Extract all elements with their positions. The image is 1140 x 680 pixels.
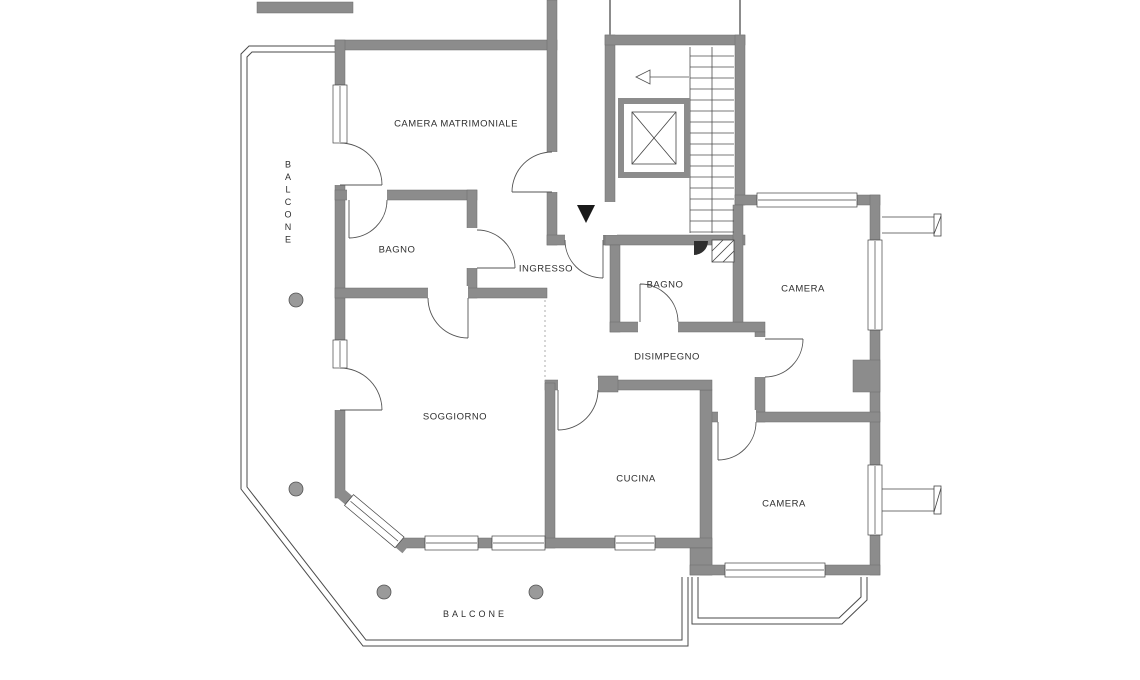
door-swings bbox=[339, 142, 804, 461]
entrance-arrow-icon bbox=[577, 205, 595, 223]
walls bbox=[256, 0, 881, 576]
duct-hatch bbox=[694, 239, 735, 263]
window-sills bbox=[882, 213, 942, 515]
pivot-quarter-disc bbox=[694, 241, 708, 255]
door-openings bbox=[333, 143, 767, 424]
balcony-columns bbox=[288, 292, 544, 600]
elevator bbox=[618, 98, 690, 178]
windows bbox=[332, 84, 883, 578]
balcony-outline bbox=[240, 45, 689, 647]
stair-direction-arrow-icon bbox=[635, 69, 651, 85]
small-balcony-outline bbox=[691, 577, 868, 625]
